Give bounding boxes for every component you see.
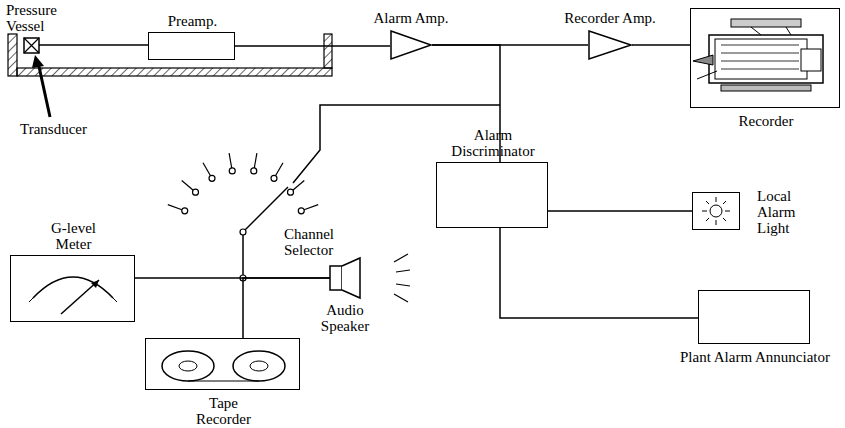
selector-contact <box>182 208 188 214</box>
component-box: Preamp. <box>148 32 235 60</box>
contact-stub <box>203 163 211 176</box>
light-symbol <box>693 193 739 229</box>
component-label: Alarm Discriminator <box>441 127 546 159</box>
selector-contact <box>251 168 257 174</box>
part-label: Pressure Vessel <box>6 2 70 34</box>
signal-line <box>500 228 698 318</box>
selector-pivot-wire <box>242 232 244 278</box>
tri-symbol <box>390 30 432 60</box>
selector-pivot <box>240 229 246 235</box>
transducer-cross <box>24 38 39 53</box>
tri-symbol <box>588 30 632 60</box>
component-box: G-level Meter <box>10 255 135 322</box>
enclosure-wall <box>324 34 332 68</box>
contact-stub <box>182 181 193 191</box>
component-label: Recorder <box>739 113 794 129</box>
selector-contact <box>271 175 277 181</box>
amplifier-triangle: Alarm Amp. <box>390 30 432 60</box>
amplifier-triangle: Recorder Amp. <box>588 30 632 60</box>
recorder-symbol <box>691 9 839 107</box>
contact-stub <box>276 163 284 176</box>
vessel-wall <box>8 34 17 76</box>
tape-symbol <box>146 339 299 389</box>
component-box: Local Alarm Light <box>692 192 740 230</box>
signal-wire <box>39 44 148 46</box>
component-label: G-level Meter <box>39 220 109 252</box>
enclosure-floor <box>17 68 332 76</box>
signal-line <box>548 210 692 212</box>
signal-line <box>632 44 690 46</box>
meter-symbol <box>11 256 134 321</box>
contact-stub <box>168 205 182 210</box>
component-label: Alarm Amp. <box>374 10 449 26</box>
transducer-symbol <box>24 38 39 53</box>
contact-stub <box>254 153 257 168</box>
speaker-symbol: Audio Speaker <box>330 258 360 298</box>
signal-line <box>235 45 390 47</box>
selector-blade <box>243 187 288 232</box>
selector-contact <box>298 208 304 214</box>
selector-contact <box>229 168 235 174</box>
part-label: Transducer <box>20 121 87 137</box>
leader-arrowhead <box>32 55 44 68</box>
selector-contact <box>287 189 293 195</box>
component-label: Audio Speaker <box>314 302 376 334</box>
contact-stub <box>293 181 304 191</box>
component-label: Local Alarm Light <box>757 188 807 236</box>
component-label: Recorder Amp. <box>564 10 656 26</box>
component-label: Tape Recorder <box>189 395 259 427</box>
component-box: Plant Alarm Annunciator <box>698 290 810 344</box>
selector-contact <box>209 175 215 181</box>
part-label: Channel Selector <box>284 226 346 258</box>
signal-line <box>243 278 330 338</box>
selector-contact <box>193 189 199 195</box>
component-box: Tape Recorder <box>145 338 300 390</box>
contact-stub <box>304 205 318 210</box>
sound-lines <box>394 254 410 302</box>
component-label: Plant Alarm Annunciator <box>680 349 830 365</box>
speaker-symbol <box>330 258 360 298</box>
contact-stub <box>229 153 232 168</box>
component-box: Recorder <box>690 8 840 108</box>
component-box: Alarm Discriminator <box>436 162 548 228</box>
component-label: Preamp. <box>168 13 218 29</box>
leader-arrow <box>38 62 50 117</box>
